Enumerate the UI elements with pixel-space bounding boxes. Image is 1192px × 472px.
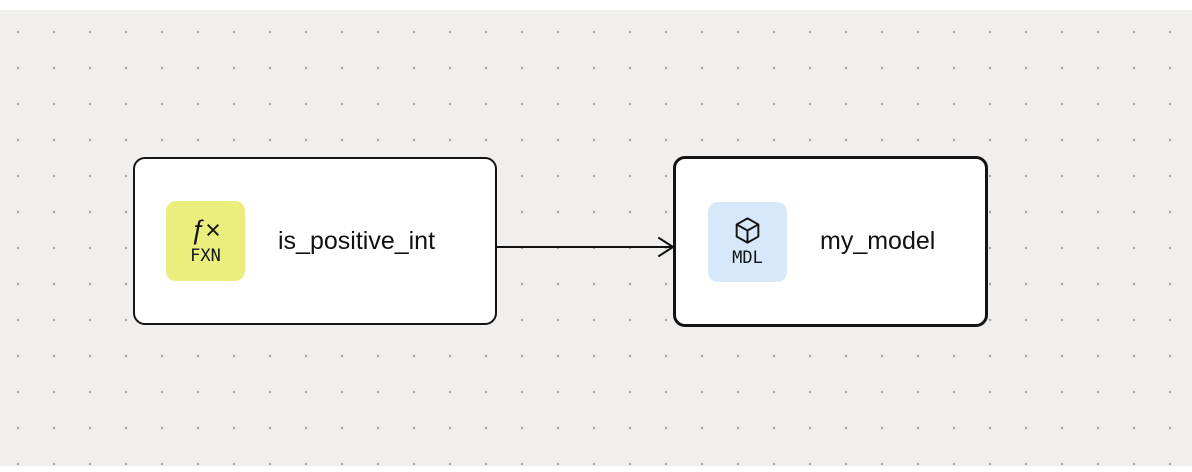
node-function[interactable]: ƒ× FXN is_positive_int <box>133 157 497 325</box>
function-icon: ƒ× <box>191 214 221 245</box>
diagram-canvas[interactable]: ƒ× FXN is_positive_int MDL my_model <box>0 10 1192 466</box>
node-label: is_positive_int <box>278 226 436 255</box>
node-label: my_model <box>820 227 936 255</box>
edge-arrow[interactable] <box>497 234 676 260</box>
cube-icon <box>735 217 760 244</box>
function-badge: ƒ× FXN <box>166 201 245 281</box>
function-badge-label: FXN <box>190 245 221 266</box>
model-badge-label: MDL <box>732 247 763 268</box>
model-badge: MDL <box>708 201 787 282</box>
node-model[interactable]: MDL my_model <box>673 156 988 327</box>
